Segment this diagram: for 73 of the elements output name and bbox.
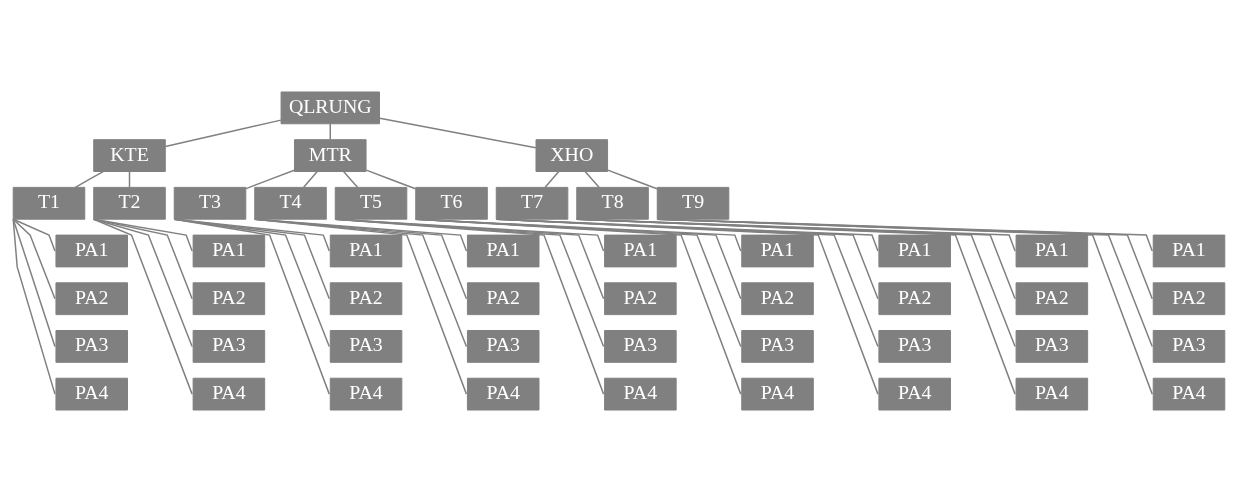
node-box: PA4 [192, 377, 266, 411]
node-box: XHO [535, 139, 609, 172]
node-box: PA2 [329, 282, 403, 316]
node-box: PA4 [55, 377, 128, 411]
node-box: PA3 [55, 330, 128, 363]
node-box: PA1 [741, 234, 814, 268]
node-box: PA4 [741, 377, 814, 411]
node-box: PA1 [878, 234, 951, 268]
connector [584, 170, 600, 188]
node-box: PA1 [55, 234, 128, 268]
node-box: PA2 [741, 282, 814, 316]
node-box: PA4 [329, 377, 403, 411]
connector [74, 170, 104, 189]
connector [365, 169, 417, 190]
node-box: T9 [656, 186, 730, 220]
node-box: MTR [294, 139, 367, 172]
node-box: PA3 [192, 330, 266, 363]
node-box: PA1 [192, 234, 266, 268]
node-box: PA4 [466, 377, 540, 411]
connector [164, 119, 282, 148]
node-box: PA4 [604, 377, 677, 411]
connector [607, 169, 658, 190]
node-box: T2 [93, 186, 166, 220]
node-box: PA3 [329, 330, 403, 363]
node-box: PA1 [1015, 234, 1089, 268]
node-box: PA3 [1015, 330, 1089, 363]
node-box: PA4 [1015, 377, 1089, 411]
node-box: PA2 [466, 282, 540, 316]
node-box: KTE [93, 139, 166, 172]
connector [254, 218, 468, 395]
connector [12, 218, 56, 348]
connector [415, 218, 742, 395]
connector [92, 218, 193, 395]
node-box: PA3 [878, 330, 951, 363]
connector [254, 218, 468, 300]
connector [656, 218, 1153, 395]
node-box: PA2 [192, 282, 266, 316]
connector [495, 218, 879, 395]
connector [302, 170, 318, 188]
node-box: T6 [415, 186, 488, 220]
connector [12, 218, 56, 395]
node-box: PA4 [1152, 377, 1226, 411]
node-box: PA1 [329, 234, 403, 268]
node-box: PA3 [466, 330, 540, 363]
connector [334, 218, 605, 395]
node-box: PA3 [604, 330, 677, 363]
connector [173, 218, 331, 395]
connector [245, 169, 295, 190]
node-box: PA4 [878, 377, 951, 411]
connector [576, 218, 1016, 395]
node-box: QLRUNG [280, 91, 380, 125]
node-box: T7 [495, 186, 569, 220]
node-box: T3 [173, 186, 247, 220]
node-box: T4 [254, 186, 327, 220]
node-box: PA1 [604, 234, 677, 268]
node-box: PA2 [1152, 282, 1226, 316]
node-box: PA3 [1152, 330, 1226, 363]
node-box: PA3 [741, 330, 814, 363]
node-box: PA1 [466, 234, 540, 268]
node-box: T5 [334, 186, 408, 220]
node-box: T8 [576, 186, 649, 220]
node-box: PA2 [1015, 282, 1089, 316]
connector [379, 117, 537, 149]
connector [12, 218, 56, 300]
connector [254, 218, 468, 348]
connector [342, 170, 359, 188]
connector [12, 218, 56, 252]
node-box: PA2 [604, 282, 677, 316]
node-box: PA2 [55, 282, 128, 316]
node-box: T1 [12, 186, 86, 220]
node-box: PA1 [1152, 234, 1226, 268]
node-box: PA2 [878, 282, 951, 316]
connector [544, 170, 560, 188]
